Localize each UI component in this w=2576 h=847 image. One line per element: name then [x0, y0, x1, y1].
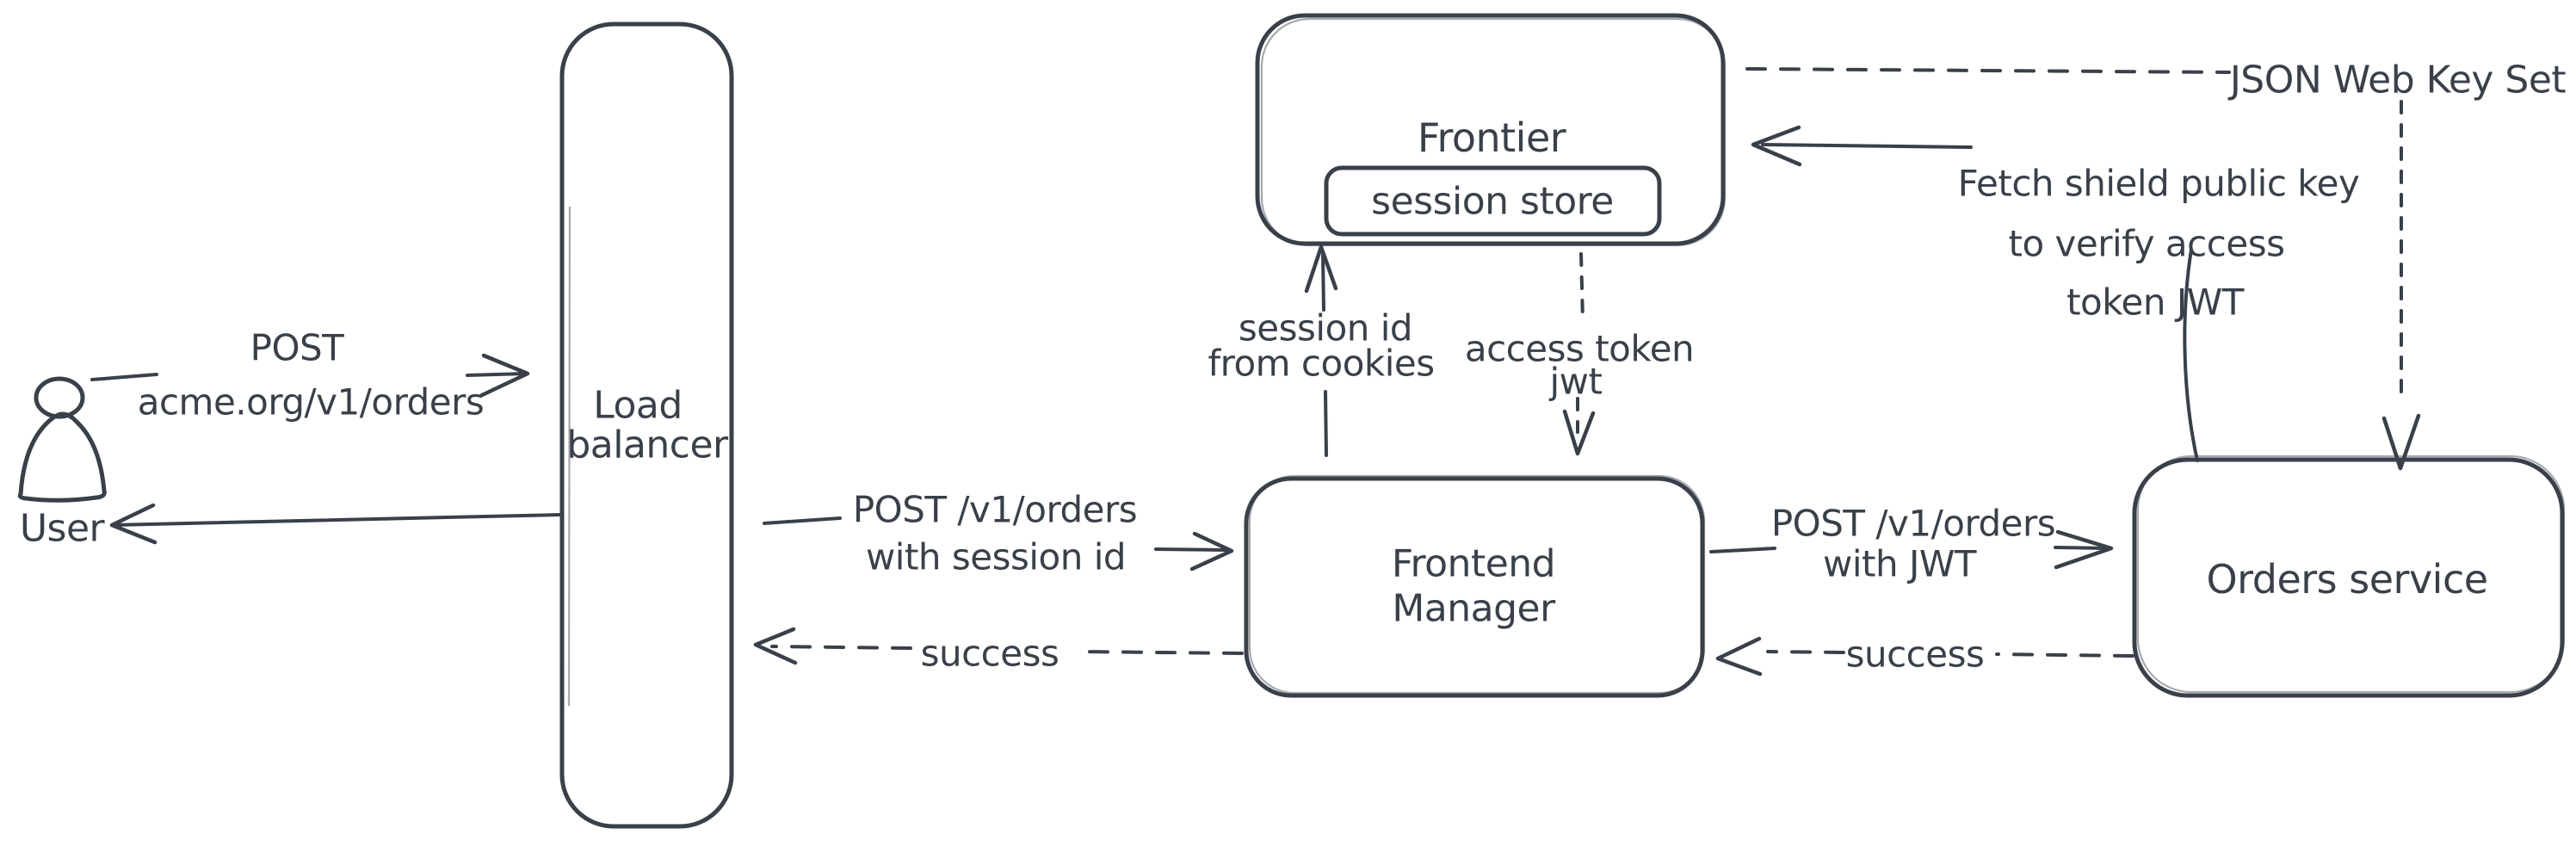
node-frontier [1255, 13, 1727, 247]
edge-frontier-to-jwks [1745, 67, 2231, 74]
node-frontend-manager [1244, 474, 1706, 698]
edge-label-session-id-line2: from cookies [1208, 343, 1434, 385]
frontier-label: Frontier [1418, 114, 1566, 161]
arrowhead-right-icon [1189, 531, 1234, 572]
jwks-label: JSON Web Key Set [2227, 59, 2567, 102]
arrowhead-left-icon [753, 627, 798, 665]
edge-label-fetch-key-line1: Fetch shield public key [1958, 163, 2360, 205]
arrow-load-balancer-to-frontend-manager [763, 516, 1234, 572]
edge-label-success-left: success [921, 633, 1059, 675]
node-load-balancer [559, 22, 734, 829]
arrow-jwks-to-orders-service [2381, 100, 2421, 471]
arrowhead-left-icon [1751, 125, 1802, 167]
user-actor-icon [17, 376, 107, 503]
session-store-label: session store [1371, 180, 1614, 224]
node-orders-service [2132, 454, 2566, 698]
frontend-manager-label-line1: Frontend [1392, 542, 1555, 586]
edge-label-post: POST [250, 327, 345, 369]
arrow-orders-service-to-frontend-manager [1715, 636, 2134, 677]
arrowhead-left-icon [1715, 636, 1763, 677]
edge-label-post-orders-session-line2: with session id [866, 536, 1126, 578]
edge-label-post-url: acme.org/v1/orders [138, 381, 485, 424]
edge-label-access-token-line2: jwt [1549, 361, 1603, 403]
edge-label-access-token-line1: access token [1465, 328, 1694, 370]
edge-label-post-orders-session-line1: POST /v1/orders [853, 489, 1137, 531]
arrowhead-up-icon [1304, 244, 1338, 294]
edge-label-post-orders-jwt-line1: POST /v1/orders [1771, 503, 2055, 545]
arrowhead-right-icon [479, 353, 530, 398]
load-balancer-label-line2: balancer [566, 424, 729, 467]
orders-service-label: Orders service [2206, 556, 2487, 603]
edge-label-success-right: success [1846, 634, 1985, 676]
arrow-frontend-manager-to-load-balancer [753, 627, 1244, 665]
arrow-frontend-manager-to-frontier [1304, 244, 1338, 457]
arrowhead-right-icon [2054, 529, 2114, 570]
arrow-frontend-manager-to-orders-service [1709, 529, 2114, 570]
arrow-frontier-to-frontend-manager [1562, 252, 1596, 456]
node-session-store [1324, 165, 1662, 237]
load-balancer-label-line1: Load [593, 384, 683, 428]
arrowhead-down-icon [2381, 413, 2421, 471]
user-label: User [20, 507, 106, 551]
edge-label-post-orders-jwt-line2: with JWT [1823, 543, 1977, 585]
arrow-orders-service-to-frontier [1751, 125, 2199, 462]
arrowhead-down-icon [1562, 409, 1596, 456]
arrowhead-left-icon [109, 503, 158, 545]
edge-label-fetch-key-line3: token JWT [2066, 281, 2245, 324]
edge-label-fetch-key-line2: to verify access [2009, 223, 2285, 265]
frontend-manager-label-line2: Manager [1392, 587, 1556, 631]
edge-label-session-id-line1: session id [1239, 307, 1412, 349]
arrow-load-balancer-to-user [109, 503, 562, 545]
arrow-user-to-load-balancer [90, 353, 530, 398]
